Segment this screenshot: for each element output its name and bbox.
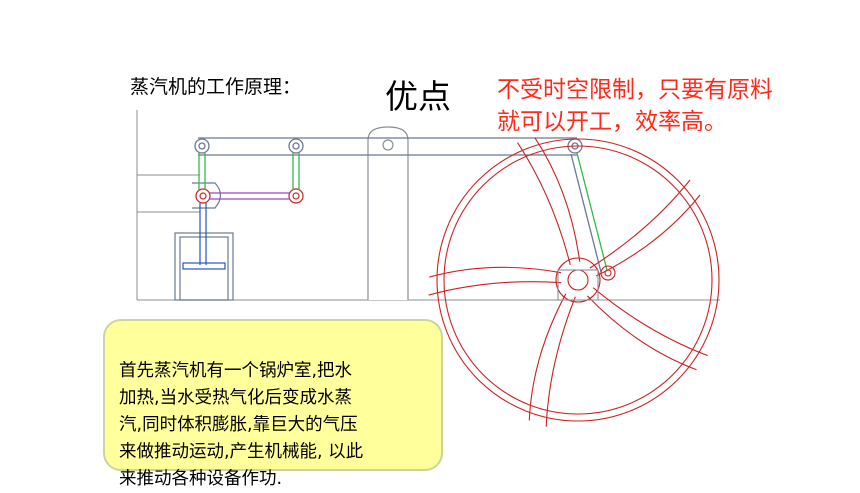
advantage-text: 不受时空限制，只要有原料 就可以开工，效率高。 bbox=[497, 77, 773, 135]
cylinder-housing bbox=[192, 182, 304, 209]
piston-cylinder bbox=[174, 203, 234, 301]
frame bbox=[136, 110, 720, 301]
beam-column bbox=[367, 126, 409, 300]
flywheel bbox=[419, 132, 720, 434]
diagram-heading: 蒸汽机的工作原理： bbox=[130, 76, 302, 98]
crank bbox=[557, 265, 616, 301]
explanation-text: 首先蒸汽机有一个锅炉室,把水 加热,当水受热气化后变成水蒸 汽,同时体积膨胀,靠… bbox=[119, 361, 364, 489]
explanation-callout: 首先蒸汽机有一个锅炉室,把水 加热,当水受热气化后变成水蒸 汽,同时体积膨胀,靠… bbox=[103, 319, 443, 489]
connecting-rods bbox=[198, 152, 608, 273]
advantage-title: 优点 bbox=[385, 77, 451, 116]
